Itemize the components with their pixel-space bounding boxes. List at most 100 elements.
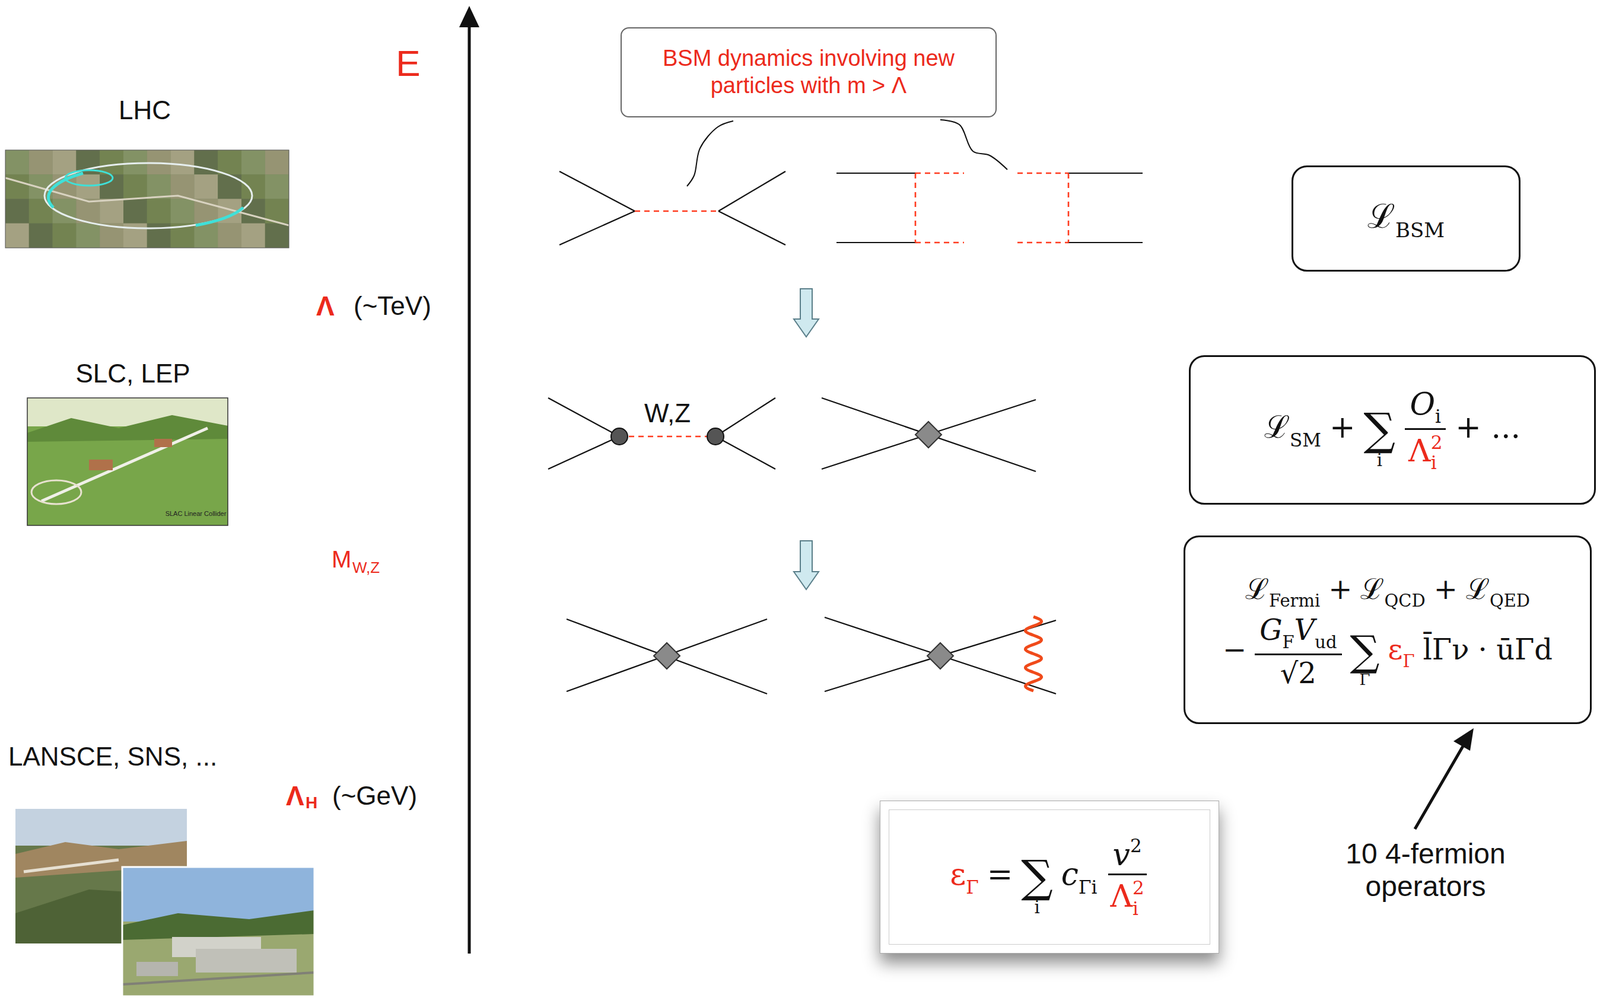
flow-arrow — [793, 541, 819, 590]
formula-group: ℒQCD — [1360, 570, 1425, 612]
formula-group: Λ2i — [1109, 878, 1144, 919]
photo-field — [29, 150, 53, 175]
contact-vertex — [653, 643, 680, 670]
photo-field — [75, 174, 100, 199]
photo-field — [265, 174, 289, 199]
photo-field — [241, 174, 266, 199]
photo-field — [99, 174, 124, 199]
formula-symbol: i — [1430, 452, 1437, 473]
fermion-line — [548, 436, 620, 470]
lagrangian-box: ℒBSM — [1291, 165, 1521, 272]
lagrangian-box: ℒSM+∑iOiΛ2i+ ... — [1188, 355, 1596, 505]
formula-symbol: ∑ — [1020, 854, 1054, 900]
formula-group: ℒBSM — [1367, 195, 1445, 242]
formula-group: + — [1433, 570, 1458, 608]
formula-symbol: ∑ — [1363, 407, 1396, 453]
sns-photo — [122, 867, 315, 997]
photo-hill — [27, 415, 228, 442]
fermion-line — [559, 211, 635, 246]
formula-symbol: Λ — [1408, 434, 1431, 469]
formula-symbol: + — [1329, 410, 1356, 445]
scale-subscript: H — [305, 793, 318, 813]
fermion-line — [715, 398, 776, 437]
formula-group: = — [987, 854, 1014, 896]
formula-row: ℒBSM — [1362, 195, 1450, 242]
heavy-propagator — [915, 242, 965, 244]
collider-arc — [31, 480, 82, 505]
callout-text: BSM dynamics involving new particles wit… — [638, 45, 979, 100]
photo-field — [5, 150, 30, 175]
contact-vertex — [927, 643, 954, 670]
photo-ground — [27, 398, 228, 526]
heavy-propagator — [1067, 173, 1070, 243]
formula-group: GFVud√2 — [1254, 614, 1342, 690]
formula-symbol: 2 — [1130, 835, 1143, 857]
lagrangian-box: ℒFermi+ℒQCD+ℒQED−GFVud√2∑ΓεΓl̄Γν · ūΓd — [1183, 535, 1592, 725]
ring-highlight — [195, 207, 244, 226]
pointer-arrowhead — [1453, 728, 1474, 752]
photo-frame — [122, 867, 315, 997]
formula-symbol: QED — [1489, 592, 1530, 612]
fraction-numerator: GFVud — [1254, 614, 1342, 656]
heavy-propagator — [1017, 172, 1069, 175]
slc-picture — [27, 398, 228, 526]
axis-label: E — [395, 42, 421, 85]
node-content: ℒSM+∑iOiΛ2i+ ... — [1260, 383, 1525, 477]
formula-symbol: c — [1061, 857, 1079, 892]
ring — [44, 163, 253, 229]
photo-field — [265, 223, 289, 248]
formula-group: l̄Γν · ūΓd — [1423, 631, 1554, 669]
building — [88, 459, 113, 471]
photo-ground — [122, 867, 315, 997]
fermion-line — [824, 620, 1056, 692]
formula-group: ∑i — [1363, 407, 1396, 470]
formula-symbol: O — [1409, 387, 1436, 422]
node-content: BSM dynamics involving new particles wit… — [638, 45, 979, 100]
scale-subscript: W,Z — [352, 559, 380, 578]
leader-line — [686, 121, 734, 187]
formula-symbol: i — [1034, 899, 1040, 917]
photo-field — [5, 198, 30, 224]
scale-symbol: Λ — [285, 780, 305, 813]
formula-group: 2i — [1430, 432, 1443, 473]
scale-symbol: Λ — [316, 290, 335, 323]
formula-row: εΓ=∑icΓiv2Λ2i — [945, 835, 1153, 919]
formula-symbol: Γ — [1402, 652, 1415, 672]
pointer-arrow — [1414, 740, 1467, 830]
photo-field — [75, 223, 100, 248]
diagram-label: W,Z — [644, 398, 691, 429]
formula-group: OiΛ2i — [1403, 387, 1447, 474]
formula-symbol: − — [1222, 634, 1247, 666]
ring — [65, 170, 113, 186]
formula-symbol: QCD — [1384, 592, 1425, 612]
flow-arrow — [793, 288, 819, 337]
formula-symbol: = — [987, 857, 1014, 892]
facility-label: SLC, LEP — [75, 358, 190, 390]
formula-group: ℒSM — [1264, 407, 1322, 451]
fermion-line — [836, 242, 916, 244]
fermion-line — [836, 172, 916, 174]
photo-field — [170, 198, 195, 224]
photo-field — [170, 150, 195, 175]
fermion-line — [718, 171, 786, 212]
formula-symbol: ud — [1314, 633, 1337, 653]
photo-sky — [122, 867, 315, 922]
photo-field — [29, 223, 53, 248]
formula-group: v2 — [1112, 835, 1143, 873]
heavy-propagator — [915, 172, 965, 175]
photo-field — [217, 174, 242, 199]
formula-symbol: ℒ — [1360, 573, 1385, 606]
formula-symbol: i — [1376, 452, 1383, 470]
gauge-propagator — [619, 436, 716, 438]
fermion-line — [566, 619, 768, 695]
formula-symbol: 2 — [1132, 878, 1145, 899]
building — [136, 962, 178, 977]
fermion-line — [1068, 172, 1143, 174]
formula-symbol: 2 — [1430, 432, 1443, 453]
formula-group: + — [1328, 570, 1353, 608]
formula-symbol: + — [1328, 573, 1353, 606]
photo-field — [123, 198, 148, 224]
formula-symbol: Γi — [1078, 877, 1097, 898]
photo-field — [193, 223, 218, 248]
formula-card: εΓ=∑icΓiv2Λ2i — [879, 800, 1220, 954]
